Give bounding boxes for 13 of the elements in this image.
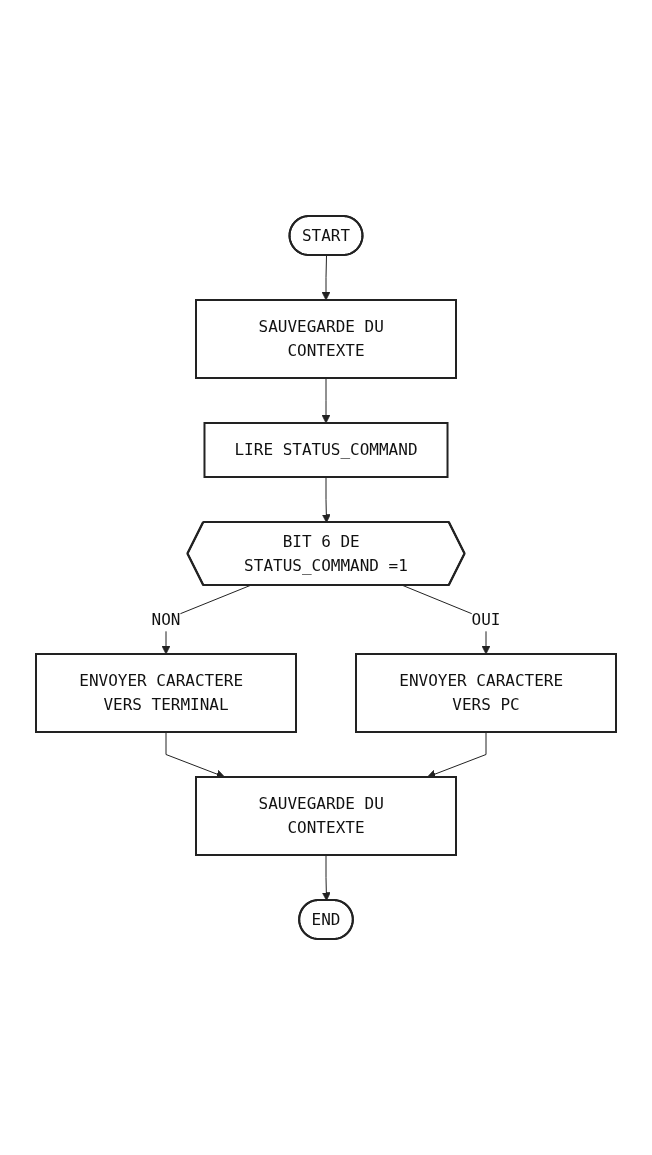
edge-label: OUI: [471, 609, 501, 629]
node-box: ENVOYER CARACTERE VERS TERMINAL: [35, 653, 297, 733]
arrow: [321, 854, 331, 901]
arrow: [165, 731, 225, 779]
node-box: ENVOYER CARACTERE VERS PC: [355, 653, 617, 733]
node-box: SAUVEGARDE DU CONTEXTE: [195, 299, 457, 379]
node-box: SAUVEGARDE DU CONTEXTE: [195, 776, 457, 856]
node-box: LIRE STATUS_COMMAND: [203, 422, 449, 478]
arrow: [321, 476, 331, 523]
arrow: [321, 255, 331, 301]
arrow: [321, 377, 331, 424]
arrow: [427, 731, 487, 779]
edge-label: NON: [151, 609, 181, 629]
